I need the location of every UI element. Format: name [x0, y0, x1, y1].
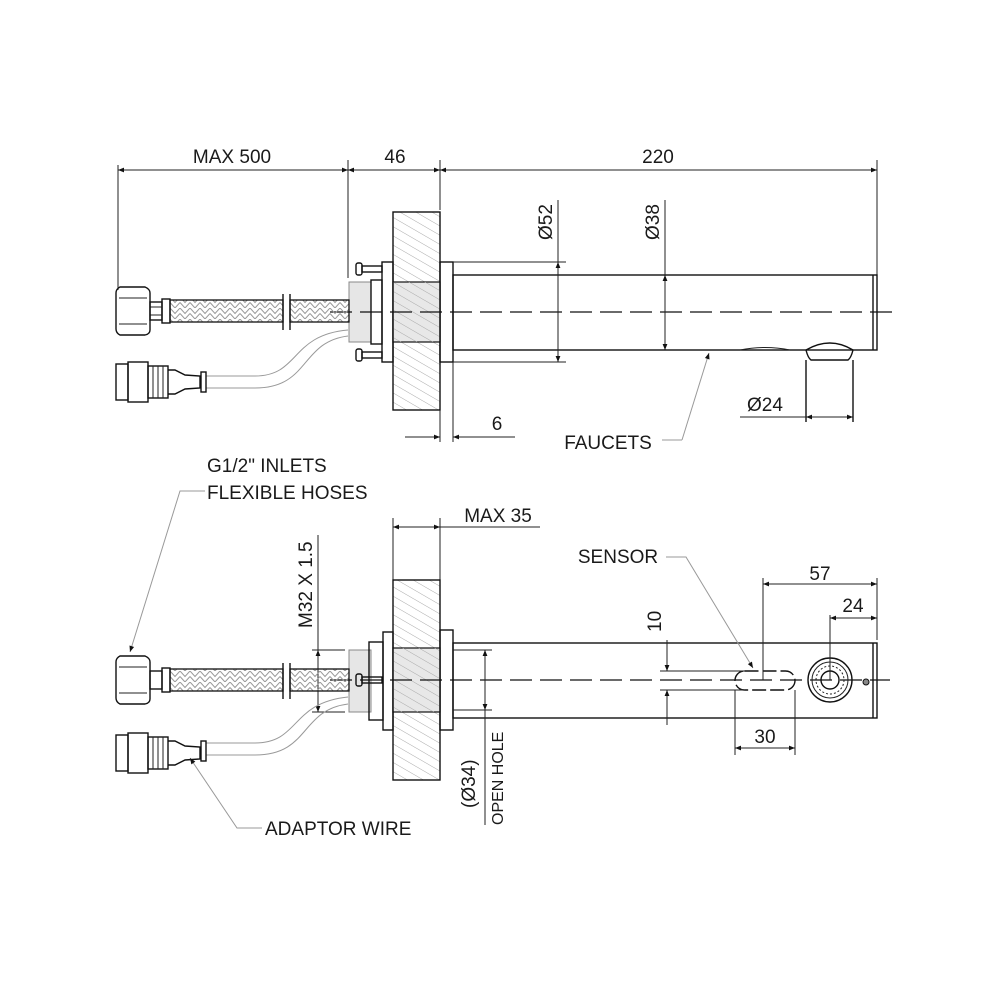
dim-d38: Ø38: [643, 204, 664, 240]
label-faucets: FAUCETS: [564, 433, 652, 454]
dim-d34: (Ø34): [459, 759, 480, 808]
label-inlets-line2: FLEXIBLE HOSES: [207, 483, 368, 504]
label-open-hole: OPEN HOLE: [490, 732, 507, 825]
dim-46: 46: [384, 147, 405, 168]
screw-dot: [862, 678, 870, 686]
mounting-bolt: [355, 262, 383, 362]
bottom-view: G1/2" INLETS FLEXIBLE HOSES MAX 35 M32 X…: [115, 456, 890, 840]
dim-6: 6: [492, 414, 503, 435]
dim-57: 57: [809, 564, 830, 585]
dim-d24: Ø24: [747, 395, 783, 416]
dim-220: 220: [642, 147, 674, 168]
aerator: Ø24: [740, 342, 854, 422]
hose-nut: [115, 286, 151, 336]
dim-30: 30: [754, 727, 775, 748]
flexible-hose: [115, 286, 350, 336]
top-dimensions: MAX 500 46 220: [117, 147, 878, 290]
sensor-window: [734, 670, 796, 691]
dim-10: 10: [645, 611, 666, 632]
threaded-body: [348, 649, 372, 713]
dim-max-500: MAX 500: [193, 147, 271, 168]
dim-max-35: MAX 35: [464, 506, 532, 527]
label-inlets-line1: G1/2" INLETS: [207, 456, 327, 477]
hose-nut: [115, 655, 151, 705]
dim-24: 24: [842, 596, 864, 617]
dim-thread: M32 X 1.5: [296, 541, 317, 628]
label-sensor: SENSOR: [578, 547, 658, 568]
dim-d52: Ø52: [536, 204, 557, 240]
adaptor-wire: [115, 329, 349, 403]
top-view: MAX 500 46 220 Ø24: [115, 147, 892, 454]
adaptor-wire: [115, 696, 349, 774]
flexible-hose: [115, 655, 350, 705]
label-adaptor-wire: ADAPTOR WIRE: [265, 819, 411, 840]
